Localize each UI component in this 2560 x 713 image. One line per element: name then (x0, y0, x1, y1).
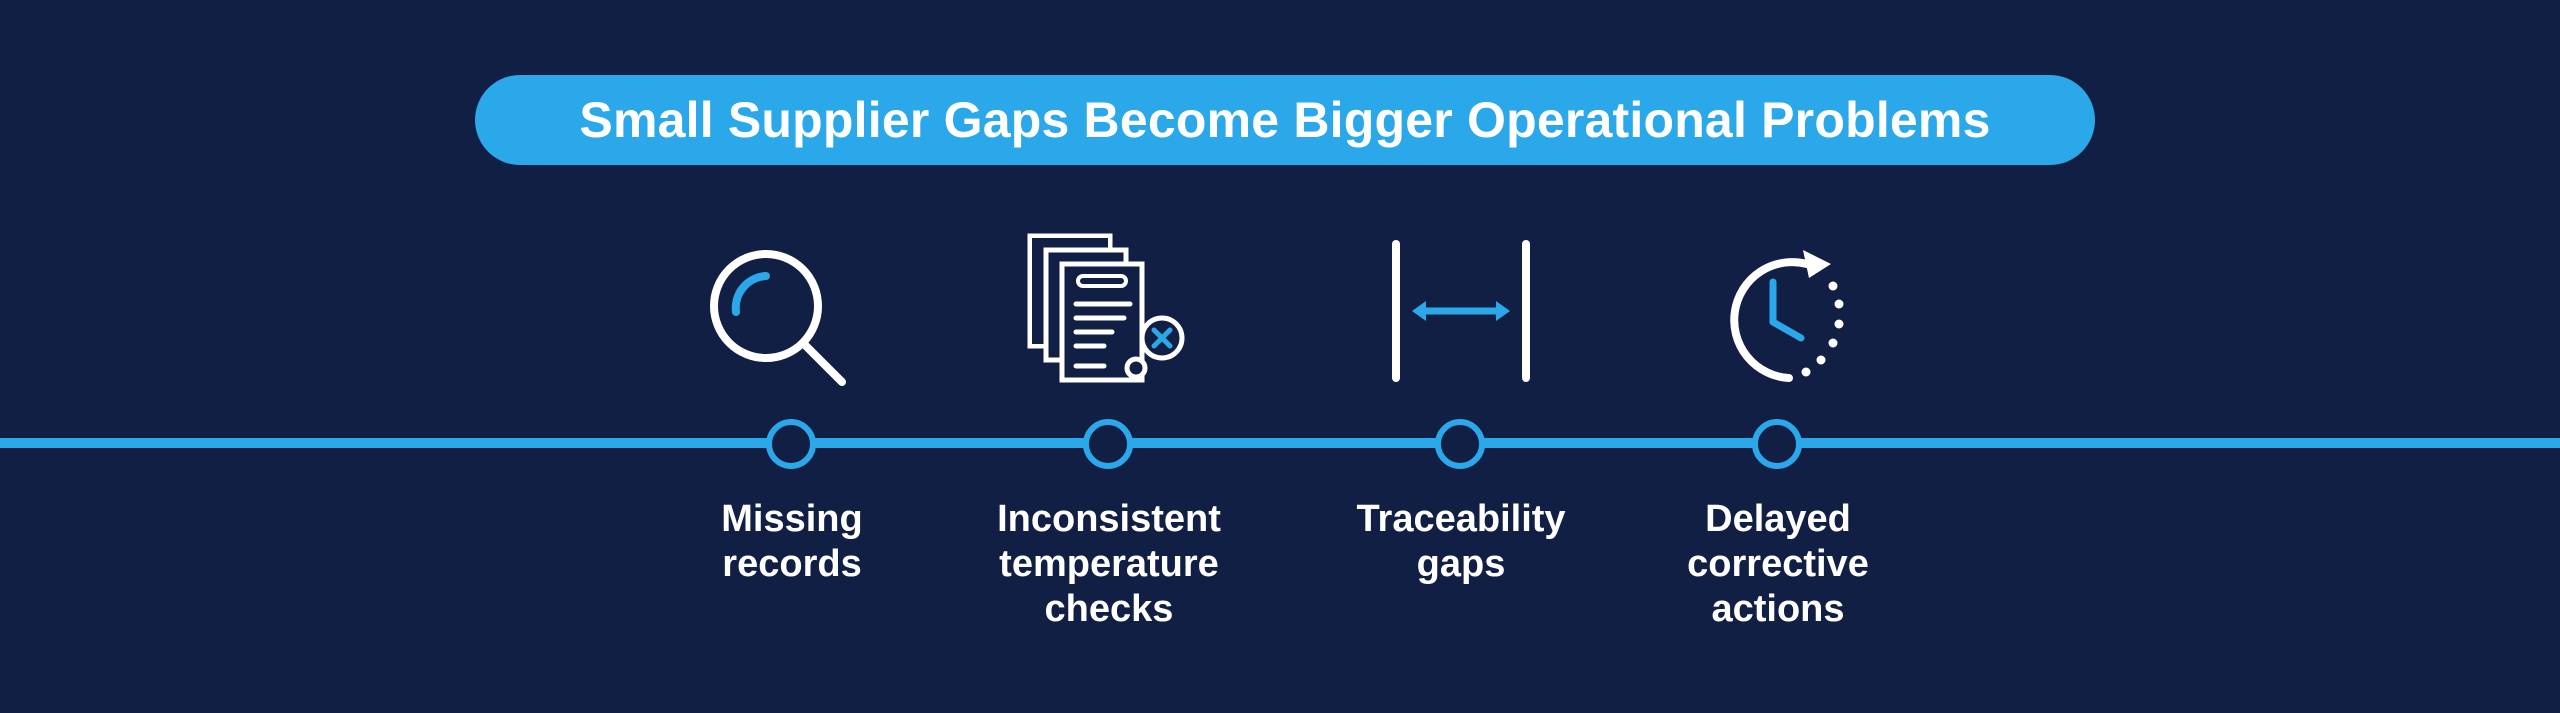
magnifying-glass-icon (700, 240, 860, 400)
documents-error-icon (1020, 228, 1190, 398)
step-label-2: Inconsistent temperature checks (997, 498, 1221, 630)
timeline-node-1 (766, 419, 816, 469)
timeline-node-4 (1752, 419, 1802, 469)
step-label-3: Traceability gaps (1356, 498, 1566, 585)
timeline-node-3 (1435, 419, 1485, 469)
title-banner: Small Supplier Gaps Become Bigger Operat… (475, 75, 2095, 165)
page-title: Small Supplier Gaps Become Bigger Operat… (579, 92, 1991, 148)
step-label-4: Delayed corrective actions (1687, 498, 1869, 630)
gap-arrow-icon (1380, 238, 1540, 384)
step-label-1: Missing records (721, 498, 863, 585)
timeline-node-2 (1083, 419, 1133, 469)
timeline-line (0, 438, 2560, 448)
clock-delay-icon (1705, 240, 1865, 390)
